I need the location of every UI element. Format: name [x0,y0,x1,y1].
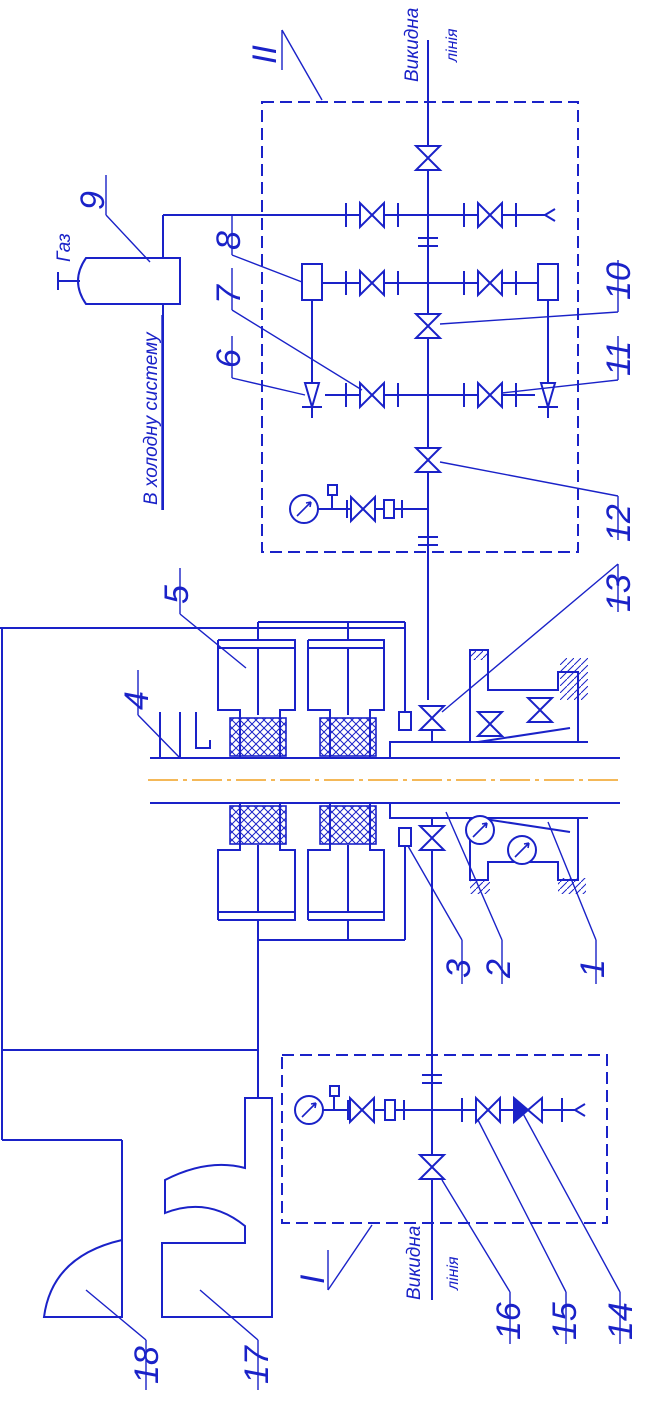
choke-10-icon [537,263,559,301]
check-valve-11-icon [539,382,557,411]
position-16: 16 [490,1302,528,1340]
check-valve-6-icon [303,382,321,411]
position-3: 3 [440,959,478,978]
position-14: 14 [602,1302,640,1340]
position-10: 10 [600,262,638,300]
valve-11-icon [477,382,503,408]
valve-branch-right-2-icon [477,270,503,296]
tank-18-icon [42,1238,123,1318]
discharge-bottom-label-1: Викидна [404,1226,425,1300]
gauge-valve-top-icon [350,496,376,522]
annulus-gauge-1-icon [465,815,495,845]
position-8: 8 [210,231,248,250]
annulus-valve-2-icon [527,697,553,723]
annulus-gauge-2-icon [507,835,537,865]
gauge-valve-bottom-icon [349,1097,375,1123]
valve-12-icon [415,447,441,473]
position-9: 9 [74,191,112,210]
leader-block-ii [281,29,323,101]
annulus-valve-1-icon [477,711,503,737]
valve-branch-right-1-icon [477,202,503,228]
valve-10-icon [415,313,441,339]
valve-branch-left-2-icon [359,270,385,296]
choke-8-icon [301,263,323,301]
valve-top-discharge-icon [415,145,441,171]
position-6: 6 [210,349,248,368]
cold-system-label: В холодну систему [141,331,162,505]
separator-9-icon [77,257,181,305]
ram-block-3-icon [229,805,287,845]
pump-unit-17-icon [161,1097,273,1318]
pressure-gauge-bottom-icon [294,1095,324,1125]
valve-15-icon [475,1097,501,1123]
ram-block-4-icon [319,805,377,845]
position-5: 5 [158,585,196,604]
ram-block-1-icon [229,717,287,757]
discharge-top-label-2: лінія [444,28,461,63]
block-ii-frame [261,101,579,553]
preventer-upper-half [217,622,385,758]
position-2: 2 [480,959,518,979]
valve-branch-left-1-icon [359,202,385,228]
position-13: 13 [600,574,638,612]
position-11: 11 [600,341,638,376]
discharge-bottom-label-2: лінія [445,1256,462,1291]
gas-label: Газ [54,233,75,262]
position-18: 18 [128,1346,166,1384]
position-17: 17 [238,1345,276,1384]
valve-13-icon [419,705,445,731]
ram-block-2-icon [319,717,377,757]
block-i-frame [281,1054,608,1224]
valve-16-icon [419,1154,445,1180]
block-i-label: I [294,1274,332,1284]
valve-7-icon [359,382,385,408]
position-15: 15 [546,1302,584,1340]
position-7: 7 [210,284,248,304]
preventer-lower-half [217,803,385,940]
casing-head [465,649,588,894]
block-ii-label: II [246,45,284,64]
pressure-gauge-top-icon [289,494,319,524]
valve-3-icon [419,825,445,851]
discharge-top-label-1: Викидна [402,8,423,82]
leader-block-i [327,1224,373,1291]
position-12: 12 [600,504,638,542]
position-1: 1 [574,959,612,978]
position-4: 4 [118,691,156,710]
